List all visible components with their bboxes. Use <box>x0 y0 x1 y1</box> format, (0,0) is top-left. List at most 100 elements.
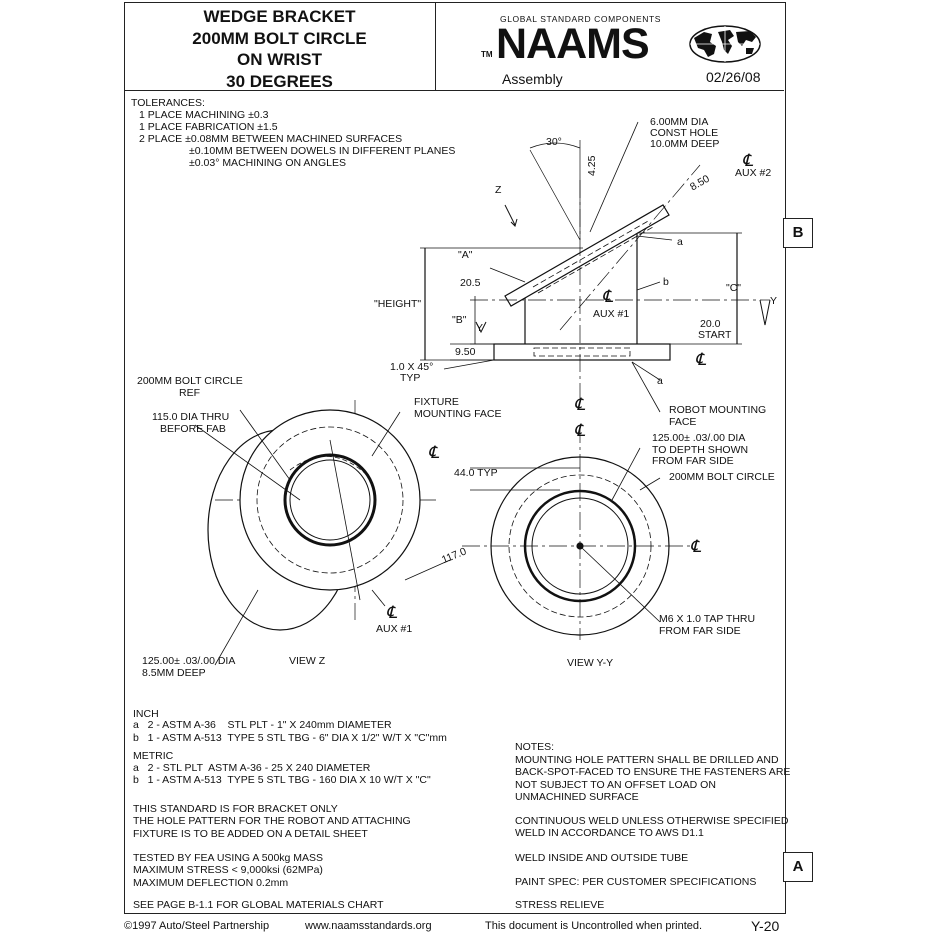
view-z-dia-thru: 115.0 DIA THRU BEFORE FAB <box>152 411 229 435</box>
tolerance-line: 2 PLACE ±0.08MM BETWEEN MACHINED SURFACE… <box>139 133 403 145</box>
note-4: PAINT SPEC: PER CUSTOMER SPECIFICATIONS <box>515 876 757 888</box>
weld-a-top: a <box>677 236 683 248</box>
footer-copyright: ©1997 Auto/Steel Partnership <box>124 920 270 932</box>
fea-line: TESTED BY FEA USING A 500kg MASS <box>133 852 324 864</box>
chamfer-line: 1.0 X 45° <box>390 361 434 373</box>
dim-4-25: 4.25 <box>586 155 598 176</box>
height-label: "HEIGHT" <box>374 298 422 310</box>
title-line: ON WRIST <box>237 50 322 69</box>
tab-b: B <box>783 218 813 248</box>
inch-head: INCH <box>133 708 159 720</box>
chamfer-note: 1.0 X 45° TYP <box>390 362 433 384</box>
note-line: UNMACHINED SURFACE <box>515 790 639 803</box>
hole-note-line: CONST HOLE <box>650 127 719 139</box>
bore-line: 125.00± .03/.00 DIA <box>652 432 746 444</box>
page-number: Y-20 <box>751 918 780 934</box>
robot-face-note: ROBOT MOUNTING FACE <box>669 404 766 428</box>
tolerance-line: ±0.03° MACHINING ON ANGLES <box>189 157 347 169</box>
note-line: WELD IN ACCORDANCE TO AWS D1.1 <box>515 827 704 840</box>
drawing-frame <box>124 2 786 914</box>
globe-icon <box>689 25 761 63</box>
aux2-label: AUX #2 <box>735 167 772 179</box>
fea-note: TESTED BY FEA USING A 500kg MASS MAXIMUM… <box>133 852 323 889</box>
tagline: GLOBAL STANDARD COMPONENTS <box>500 14 662 24</box>
view-yy-bolt-circle: 200MM BOLT CIRCLE <box>669 471 775 483</box>
svg-text:℄: ℄ <box>690 537 702 556</box>
note-line: MOUNTING HOLE PATTERN SHALL BE DRILLED A… <box>515 754 779 766</box>
view-yy-label: VIEW Y-Y <box>567 657 614 669</box>
standard-line: FIXTURE IS TO BE ADDED ON A DETAIL SHEET <box>133 827 368 840</box>
drawing-title: WEDGE BRACKET 200MM BOLT CIRCLE ON WRIST… <box>124 6 435 92</box>
bore-line: FROM FAR SIDE <box>652 455 734 467</box>
dim-9-50: 9.50 <box>455 346 476 358</box>
note-5: STRESS RELIEVE <box>515 899 605 911</box>
view-z-label: VIEW Z <box>289 655 326 667</box>
base-plate <box>493 343 671 361</box>
view-z-aux1: AUX #1 <box>376 623 413 635</box>
bolt-circle-line: 200MM BOLT CIRCLE <box>137 375 243 387</box>
fixture-face-line: MOUNTING FACE <box>414 408 502 420</box>
hole-note: 6.00MM DIA CONST HOLE 10.0MM DEEP <box>650 117 719 150</box>
y-label-right: Y <box>770 295 778 307</box>
note-line: CONTINUOUS WELD UNLESS OTHERWISE SPECIFI… <box>515 815 789 827</box>
start-note: 20.0 START <box>698 319 731 341</box>
bore-line: 125.00± .03/.00 DIA <box>142 655 236 667</box>
note-line: NOT SUBJECT TO AN OFFSET LOAD ON <box>515 778 716 791</box>
tolerance-line: ±0.10MM BETWEEN DOWELS IN DIFFERENT PLAN… <box>189 145 456 157</box>
start-line: 20.0 <box>700 318 721 330</box>
dim-44-typ: 44.0 TYP <box>454 467 498 479</box>
note-3: WELD INSIDE AND OUTSIDE TUBE <box>515 852 689 864</box>
weld-a-bottom: a <box>657 375 663 387</box>
start-line: START <box>698 329 732 341</box>
fea-line: MAXIMUM DEFLECTION 0.2mm <box>133 876 289 889</box>
footer-website[interactable]: www.naamsstandards.org <box>305 920 432 932</box>
tolerance-line: 1 PLACE FABRICATION ±1.5 <box>139 121 278 133</box>
tolerances-head: TOLERANCES: <box>131 97 205 109</box>
material-line: a 2 - STL PLT ASTM A-36 - 25 X 240 DIAME… <box>133 762 371 774</box>
trademark: TM <box>481 50 493 59</box>
bore-line: 8.5MM DEEP <box>142 667 206 679</box>
tab-a: A <box>783 852 813 882</box>
naams-logo: NAAMS <box>496 20 650 68</box>
chamfer-line: TYP <box>400 372 421 384</box>
z-label: Z <box>495 184 502 196</box>
b-dim-label: "B" <box>452 314 467 326</box>
c-dim-label: "C" <box>726 282 742 294</box>
metric-head: METRIC <box>133 750 174 762</box>
fea-line: MAXIMUM STRESS < 9,000ksi (62MPa) <box>133 864 323 877</box>
svg-text:℄: ℄ <box>574 421 586 440</box>
svg-text:℄: ℄ <box>386 603 398 622</box>
tolerance-line: 1 PLACE MACHINING ±0.3 <box>139 109 269 121</box>
view-z-plate <box>239 409 421 591</box>
angle-dim: 30° <box>546 136 562 148</box>
doc-type: Assembly <box>502 71 563 87</box>
standard-line: THE HOLE PATTERN FOR THE ROBOT AND ATTAC… <box>133 815 411 828</box>
title-line: WEDGE BRACKET <box>203 7 356 26</box>
note-line: BACK-SPOT-FACED TO ENSURE THE FASTENERS … <box>515 766 791 779</box>
title-cell <box>124 2 436 90</box>
doc-date: 02/26/08 <box>706 69 761 85</box>
note-2: CONTINUOUS WELD UNLESS OTHERWISE SPECIFI… <box>515 815 788 840</box>
hole-note-line: 10.0MM DEEP <box>650 138 720 150</box>
view-z-bolt-circle: 200MM BOLT CIRCLE REF <box>137 375 243 399</box>
material-line: b 1 - ASTM A-513 TYPE 5 STL TBG - 160 DI… <box>133 774 431 786</box>
note-1: MOUNTING HOLE PATTERN SHALL BE DRILLED A… <box>515 754 790 803</box>
aux1-label: AUX #1 <box>593 308 630 320</box>
svg-text:℄: ℄ <box>428 443 440 462</box>
title-line: 30 DEGREES <box>226 71 333 91</box>
tap-line: FROM FAR SIDE <box>659 625 741 637</box>
title-line: 200MM BOLT CIRCLE <box>192 28 367 48</box>
view-yy-bore: 125.00± .03/.00 DIA TO DEPTH SHOWN FROM … <box>652 432 748 468</box>
dim-20-5: 20.5 <box>460 277 481 289</box>
standard-line: THIS STANDARD IS FOR BRACKET ONLY <box>133 803 338 815</box>
view-yy-plate <box>490 456 670 636</box>
dia-thru-line: 115.0 DIA THRU <box>152 411 230 423</box>
material-line: a 2 - ASTM A-36 STL PLT - 1" X 240mm DIA… <box>133 719 392 731</box>
weld-b: b <box>663 276 669 288</box>
material-line: b 1 - ASTM A-513 TYPE 5 STL TBG - 6" DIA… <box>133 732 447 744</box>
svg-text:℄: ℄ <box>602 287 614 306</box>
a-dim-label: "A" <box>458 249 473 261</box>
see-page-note: SEE PAGE B-1.1 FOR GLOBAL MATERIALS CHAR… <box>133 899 384 911</box>
robot-face-line: ROBOT MOUNTING <box>669 404 767 416</box>
